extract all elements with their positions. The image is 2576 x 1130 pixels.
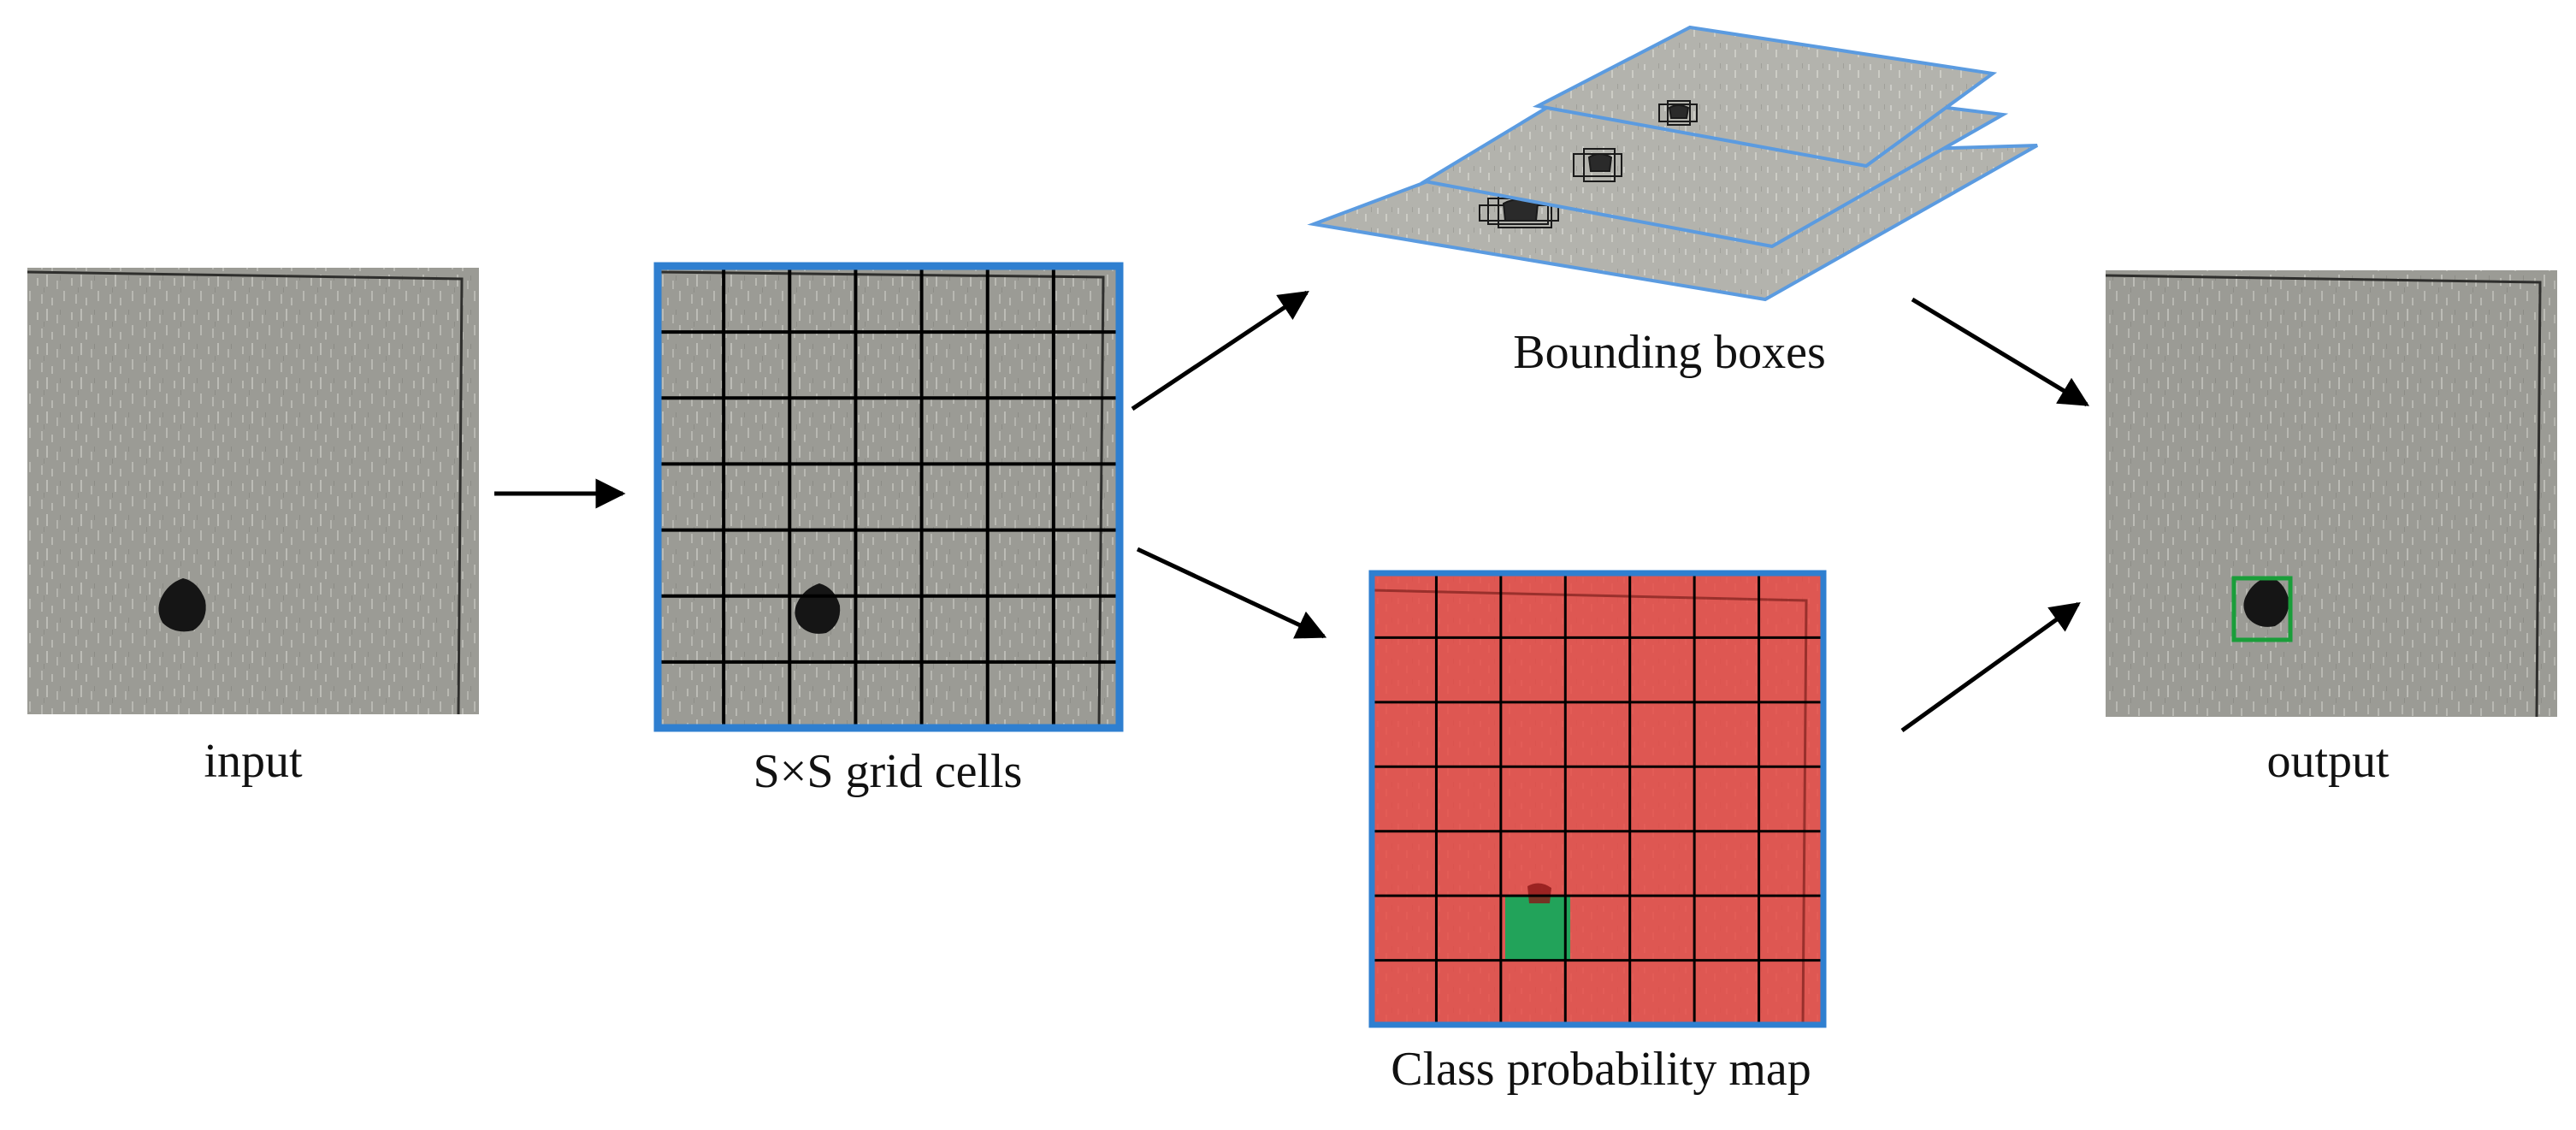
input-image <box>27 268 479 715</box>
label-bounding-boxes: Bounding boxes <box>1513 326 1826 379</box>
arrow-bboxes-to-output <box>1911 297 2089 407</box>
bbox-layer-2-boxes <box>1573 148 1622 182</box>
class-map-frame <box>1368 570 1827 1028</box>
output-image <box>2105 270 2557 718</box>
bbox-layer-1-boxes <box>1658 100 1698 126</box>
label-class-probability-map: Class probability map <box>1391 1043 1811 1096</box>
debris-object <box>2243 577 2289 627</box>
bounding-box-layers <box>1307 25 2038 302</box>
label-input: input <box>204 735 303 788</box>
flow-arrows <box>494 290 2089 733</box>
grid-cells-image <box>653 262 1124 732</box>
class-probability-map <box>1368 570 1827 1028</box>
bbox-layer-1 <box>1532 25 1998 169</box>
arrow-grid-to-bboxes <box>1131 290 1309 411</box>
debris-object <box>158 578 206 632</box>
label-grid-cells: S×S grid cells <box>753 745 1023 798</box>
grid-frame <box>653 262 1124 732</box>
grid-lines <box>658 266 1120 728</box>
detection-box <box>2231 576 2293 642</box>
class-positive-cell <box>1505 896 1570 961</box>
arrow-grid-to-classmap <box>1136 547 1327 639</box>
class-grid-lines <box>1372 573 1823 1025</box>
arrow-classmap-to-output <box>1900 601 2081 733</box>
label-output: output <box>2266 735 2390 788</box>
pavement-crack-line <box>27 270 464 715</box>
